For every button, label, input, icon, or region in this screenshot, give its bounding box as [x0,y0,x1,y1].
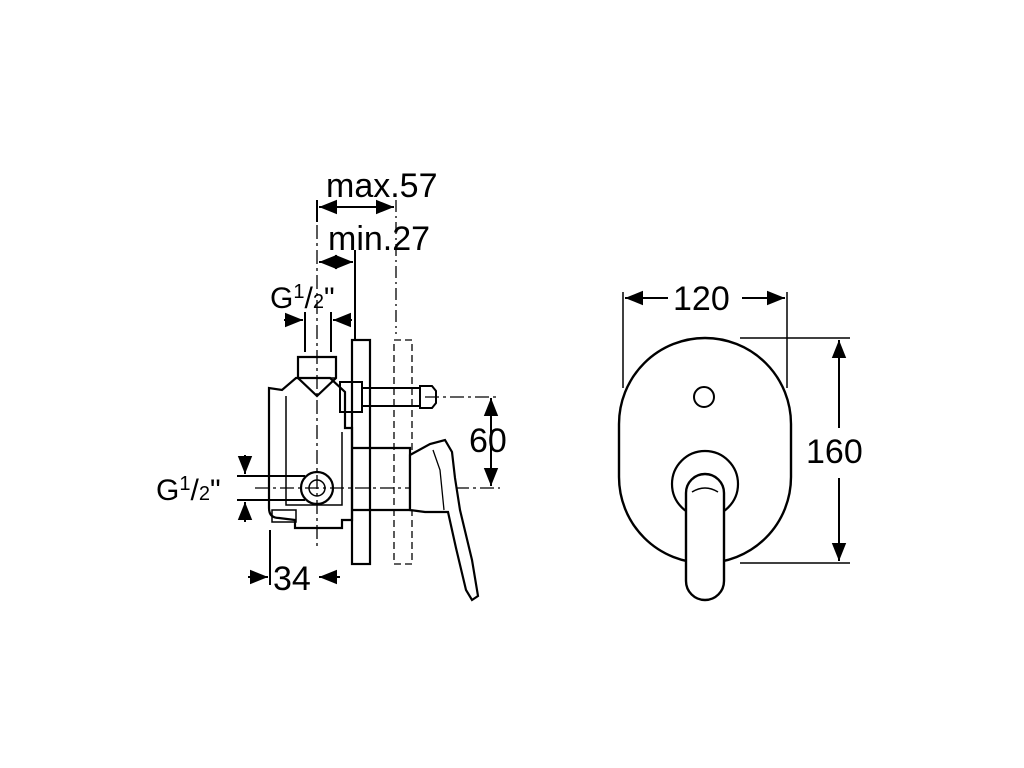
cover-plate [350,338,372,566]
dimension-min27 [319,250,356,340]
valve-body [267,376,354,530]
min-label: min.27 [328,220,430,258]
side-outlet [299,470,335,506]
width-34-label: 34 [273,560,311,598]
thread-side-label: G1/2" [156,473,221,507]
dimension-34 [248,530,340,585]
width-120-label: 120 [673,280,730,318]
top-outlet [296,355,338,398]
diverter-button-icon [693,386,715,408]
bottom-foot [271,509,297,523]
dimension-thread-side [237,455,305,522]
max-label: max.57 [326,167,438,205]
escutcheon [352,446,412,512]
dimension-max57 [316,199,397,334]
front-lever [684,472,726,602]
dimension-thread-top [284,312,352,352]
valve-body-inner [285,396,343,506]
spindle [339,381,437,413]
thread-top-label: G1/2" [270,281,335,315]
side-view [237,199,500,602]
lever-handle [408,438,480,602]
height-60-label: 60 [469,422,507,460]
front-view [617,290,850,602]
height-160-label: 160 [806,433,863,471]
